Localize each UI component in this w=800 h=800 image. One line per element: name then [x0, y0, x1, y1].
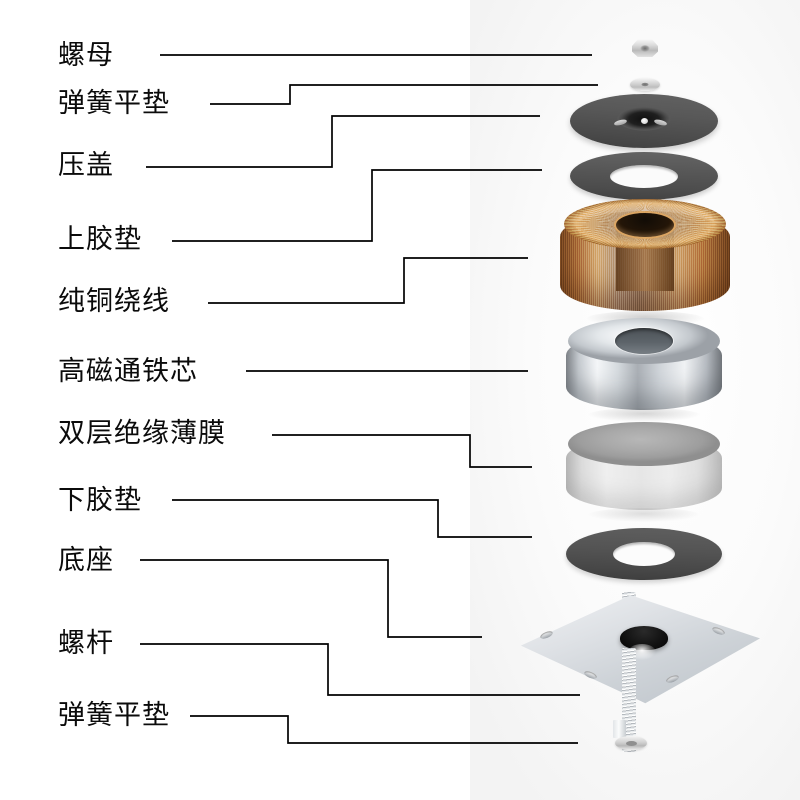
lower-pad-bore	[613, 542, 675, 566]
leader-line-upper-pad	[172, 169, 542, 242]
core-center-bore	[615, 328, 673, 354]
leader-line-screw-rod	[140, 643, 580, 696]
part-copper-winding	[560, 199, 730, 327]
part-hex-nut	[632, 39, 658, 57]
leader-line-spring-washer-top	[210, 84, 598, 105]
label-lower-rubber-pad: 下胶垫	[58, 485, 142, 516]
leader-line-lower-pad	[172, 499, 532, 538]
film-contact-shadow	[588, 508, 700, 522]
part-base-plate	[516, 588, 760, 708]
part-spring-washer-top	[630, 78, 660, 91]
label-base: 底座	[58, 545, 114, 576]
label-iron-core: 高磁通铁芯	[58, 356, 198, 387]
core-contact-shadow	[588, 408, 700, 422]
label-copper-winding: 纯铜绕线	[58, 286, 170, 317]
leader-line-copper-winding	[208, 257, 528, 304]
winding-center-bore	[616, 213, 674, 237]
part-insulation-film	[566, 422, 722, 522]
leader-line-pressure-cover	[146, 115, 540, 168]
label-upper-rubber-pad: 上胶垫	[58, 224, 142, 255]
label-pressure-cover: 压盖	[58, 150, 114, 181]
bottom-washer-bore	[625, 740, 637, 746]
label-screw-rod: 螺杆	[58, 628, 114, 659]
film-top-face	[568, 422, 720, 466]
leader-line-spring-washer-bottom	[190, 715, 578, 744]
part-pressure-cover	[570, 94, 718, 148]
label-nut: 螺母	[58, 40, 114, 71]
part-lower-rubber-pad	[566, 528, 722, 580]
part-iron-core	[566, 318, 722, 422]
cover-center-pin	[640, 117, 648, 124]
leader-line-insulation-film	[272, 434, 532, 468]
upper-pad-bore	[610, 164, 678, 188]
label-insulation-film: 双层绝缘薄膜	[58, 418, 226, 449]
part-upper-rubber-pad	[570, 152, 718, 200]
label-spring-washer-bottom: 弹簧平垫	[58, 700, 170, 731]
leader-line-base	[140, 559, 482, 638]
label-spring-washer-top: 弹簧平垫	[58, 88, 170, 119]
screw-rod-end-cap	[613, 720, 626, 738]
part-spring-washer-bottom	[615, 736, 647, 750]
